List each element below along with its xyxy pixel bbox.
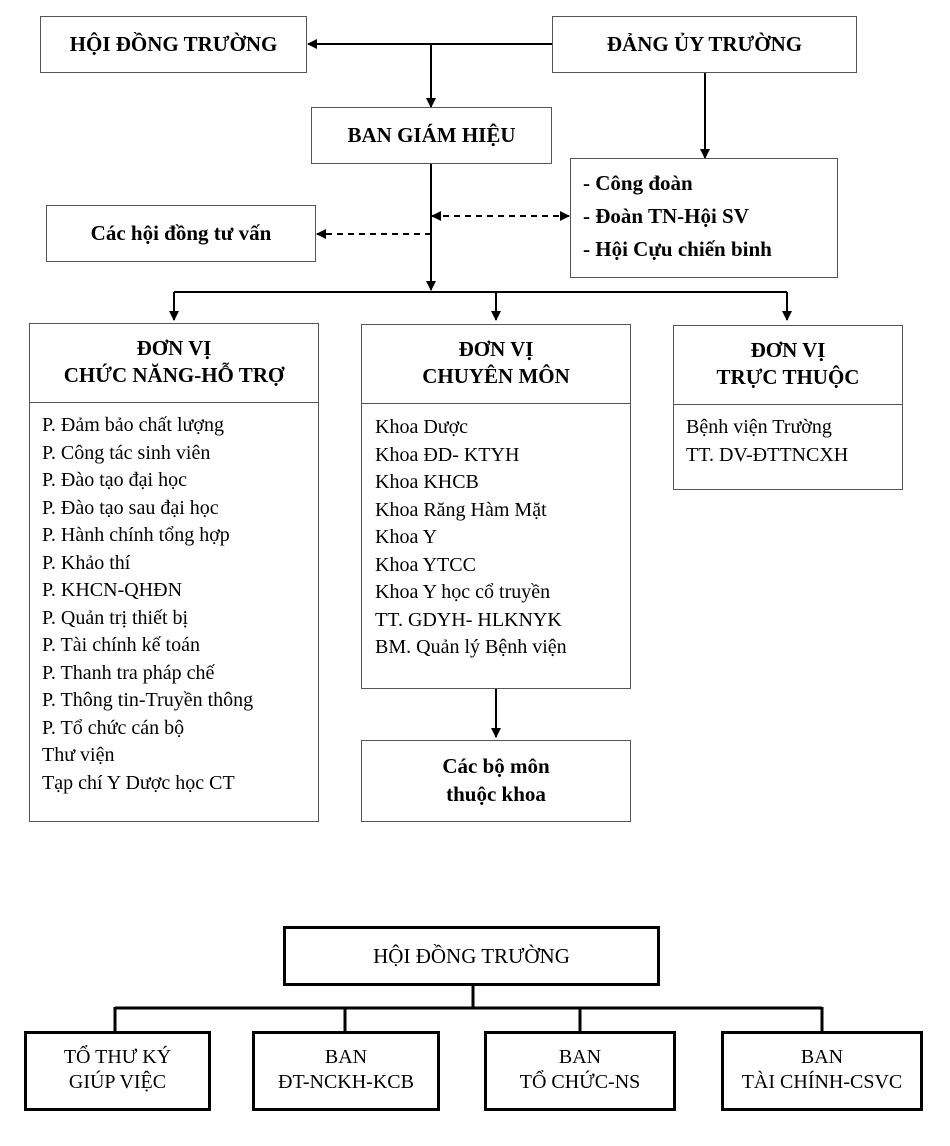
list-item: P. Đảm bảo chất lượng xyxy=(42,414,224,436)
truc-thuoc-title-2: TRỰC THUỘC xyxy=(716,365,860,389)
list-item: P. Hành chính tổng hợp xyxy=(42,524,230,546)
list-item: P. KHCN-QHĐN xyxy=(42,579,183,601)
list-item: P. Thanh tra pháp chế xyxy=(42,661,215,684)
bottom-child-1-line-1: TỔ THƯ KÝ xyxy=(63,1046,172,1068)
doan-the-cuu-chien-binh: - Hội Cựu chiến binh xyxy=(583,237,772,261)
bo-mon-line-1: Các bộ môn xyxy=(442,754,550,778)
list-item: Thư viện xyxy=(42,744,115,766)
bo-mon-box: Các bộ môn thuộc khoa xyxy=(361,740,631,822)
hoi-dong-tu-van-label: Các hội đồng tư vấn xyxy=(90,221,272,245)
list-item: Khoa ĐD- KTYH xyxy=(375,443,520,466)
truc-thuoc-header-box: ĐƠN VỊ TRỰC THUỘC xyxy=(673,325,903,405)
list-item: Bệnh viện Trường xyxy=(686,416,832,438)
doan-the-box: - Công đoàn - Đoàn TN-Hội SV - Hội Cựu c… xyxy=(570,158,838,278)
list-item: TT. GDYH- HLKNYK xyxy=(375,608,562,631)
hoi-dong-truong-label: HỘI ĐỒNG TRƯỜNG xyxy=(69,32,278,56)
list-item: P. Công tác sinh viên xyxy=(42,441,211,464)
dang-uy-truong-box: ĐẢNG ỦY TRƯỜNG xyxy=(552,16,857,73)
bottom-child-2-line-2: ĐT-NCKH-KCB xyxy=(278,1071,414,1093)
list-item: BM. Quản lý Bệnh viện xyxy=(375,636,567,658)
list-item: Tạp chí Y Dược học CT xyxy=(42,771,235,794)
chuyen-mon-header-box: ĐƠN VỊ CHUYÊN MÔN xyxy=(361,324,631,404)
truc-thuoc-list-box: Bệnh viện Trường TT. DV-ĐTTNCXH xyxy=(673,404,903,490)
bottom-child-1-line-2: GIÚP VIỆC xyxy=(68,1071,167,1093)
hoi-dong-truong-box: HỘI ĐỒNG TRƯỜNG xyxy=(40,16,307,73)
bottom-child-2: BAN ĐT-NCKH-KCB xyxy=(252,1031,440,1111)
ban-giam-hieu-label: BAN GIÁM HIỆU xyxy=(347,123,516,147)
chuyen-mon-title-1: ĐƠN VỊ xyxy=(458,337,534,361)
chuc-nang-header-box: ĐƠN VỊ CHỨC NĂNG-HỖ TRỢ xyxy=(29,323,319,403)
chuc-nang-list-box: P. Đảm bảo chất lượng P. Công tác sinh v… xyxy=(29,402,319,822)
bottom-child-4: BAN TÀI CHÍNH-CSVC xyxy=(721,1031,923,1111)
chuyen-mon-title-2: CHUYÊN MÔN xyxy=(422,364,570,388)
list-item: P. Đào tạo đại học xyxy=(42,469,187,491)
bo-mon-line-2: thuộc khoa xyxy=(446,782,546,806)
chuyen-mon-list-box: Khoa Dược Khoa ĐD- KTYH Khoa KHCB Khoa R… xyxy=(361,403,631,689)
bottom-root-label: HỘI ĐỒNG TRƯỜNG xyxy=(373,943,570,968)
list-item: P. Thông tin-Truyền thông xyxy=(42,689,254,711)
bottom-child-4-line-2: TÀI CHÍNH-CSVC xyxy=(741,1071,903,1093)
list-item: P. Tài chính kế toán xyxy=(42,634,200,656)
bottom-child-2-line-1: BAN xyxy=(324,1046,368,1068)
list-item: TT. DV-ĐTTNCXH xyxy=(686,443,849,466)
list-item: P. Đào tạo sau đại học xyxy=(42,496,219,519)
bottom-child-3-line-2: TỔ CHỨC-NS xyxy=(519,1071,641,1093)
ban-giam-hieu-box: BAN GIÁM HIỆU xyxy=(311,107,552,164)
bottom-child-3-line-1: BAN xyxy=(558,1046,602,1068)
list-item: Khoa Răng Hàm Mặt xyxy=(375,498,547,521)
bottom-child-1: TỔ THƯ KÝ GIÚP VIỆC xyxy=(24,1031,211,1111)
list-item: Khoa KHCB xyxy=(375,471,479,493)
doan-the-cong-doan: - Công đoàn xyxy=(583,171,693,195)
truc-thuoc-title-1: ĐƠN VỊ xyxy=(750,338,826,362)
dang-uy-truong-label: ĐẢNG ỦY TRƯỜNG xyxy=(606,32,803,56)
list-item: P. Khảo thí xyxy=(42,551,131,574)
chuc-nang-title-2: CHỨC NĂNG-HỖ TRỢ xyxy=(63,363,285,387)
doan-the-doan-tn: - Đoàn TN-Hội SV xyxy=(583,204,749,228)
list-item: Khoa Y xyxy=(375,526,438,548)
hoi-dong-tu-van-box: Các hội đồng tư vấn xyxy=(46,205,316,262)
list-item: Khoa Y học cổ truyền xyxy=(375,581,551,603)
list-item: P. Tổ chức cán bộ xyxy=(42,716,185,739)
bottom-child-3: BAN TỔ CHỨC-NS xyxy=(484,1031,676,1111)
list-item: P. Quản trị thiết bị xyxy=(42,606,189,629)
bottom-child-4-line-1: BAN xyxy=(800,1046,844,1068)
chuc-nang-title-1: ĐƠN VỊ xyxy=(136,336,212,360)
bottom-root-box: HỘI ĐỒNG TRƯỜNG xyxy=(283,926,660,986)
list-item: Khoa YTCC xyxy=(375,553,476,576)
list-item: Khoa Dược xyxy=(375,416,469,438)
